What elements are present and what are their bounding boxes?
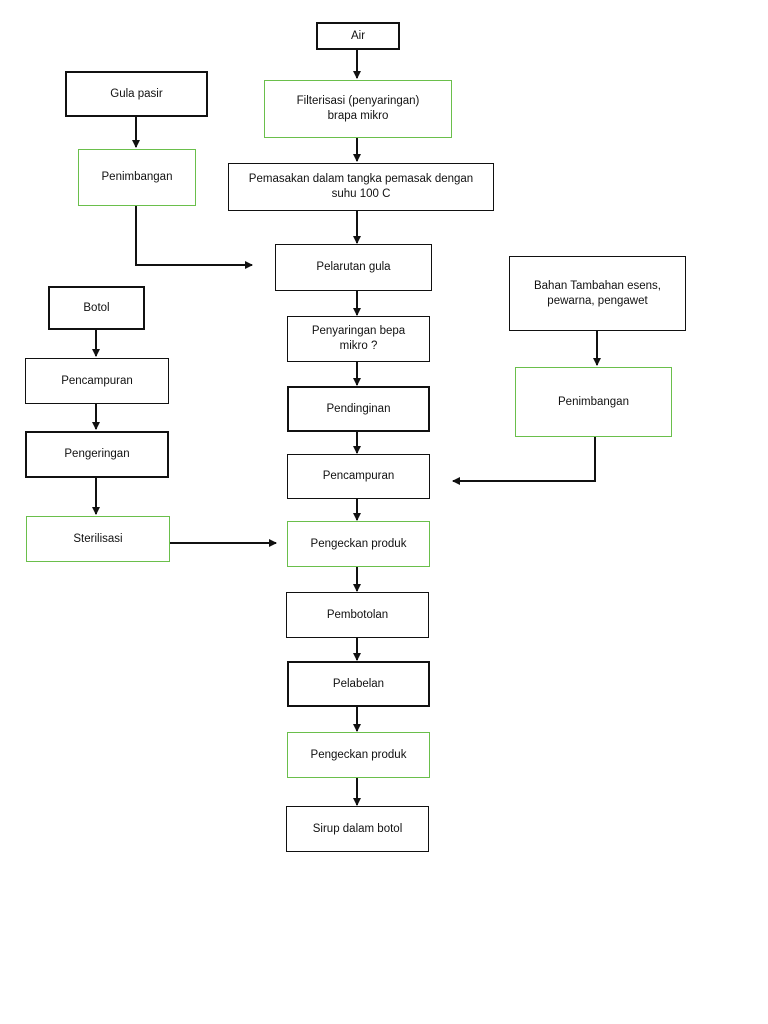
arrow-penimbangan-pencampuran xyxy=(452,437,596,485)
node-filterisasi: Filterisasi (penyaringan) brapa mikro xyxy=(264,80,452,138)
node-pelarutan-gula: Pelarutan gula xyxy=(275,244,432,291)
node-penimbangan-bahan: Penimbangan xyxy=(515,367,672,437)
node-pembotolan: Pembotolan xyxy=(286,592,429,638)
node-pencampuran-main: Pencampuran xyxy=(287,454,430,499)
node-botol: Botol xyxy=(48,286,145,330)
node-penimbangan-gula: Penimbangan xyxy=(78,149,196,206)
node-bahan-tambahan: Bahan Tambahan esens, pewarna, pengawet xyxy=(509,256,686,331)
node-pencampuran-botol: Pencampuran xyxy=(25,358,169,404)
node-pengeringan: Pengeringan xyxy=(25,431,169,478)
node-pengeckan-produk-2: Pengeckan produk xyxy=(287,732,430,778)
node-pendinginan: Pendinginan xyxy=(287,386,430,432)
node-sterilisasi: Sterilisasi xyxy=(26,516,170,562)
node-air: Air xyxy=(316,22,400,50)
node-pengeckan-produk-1: Pengeckan produk xyxy=(287,521,430,567)
node-sirup-dalam-botol: Sirup dalam botol xyxy=(286,806,429,852)
arrow-penimbangan-pelarutan xyxy=(135,206,253,269)
node-penyaringan: Penyaringan bepa mikro ? xyxy=(287,316,430,362)
node-pemasakan: Pemasakan dalam tangka pemasak dengan su… xyxy=(228,163,494,211)
node-gula-pasir: Gula pasir xyxy=(65,71,208,117)
node-pelabelan: Pelabelan xyxy=(287,661,430,707)
